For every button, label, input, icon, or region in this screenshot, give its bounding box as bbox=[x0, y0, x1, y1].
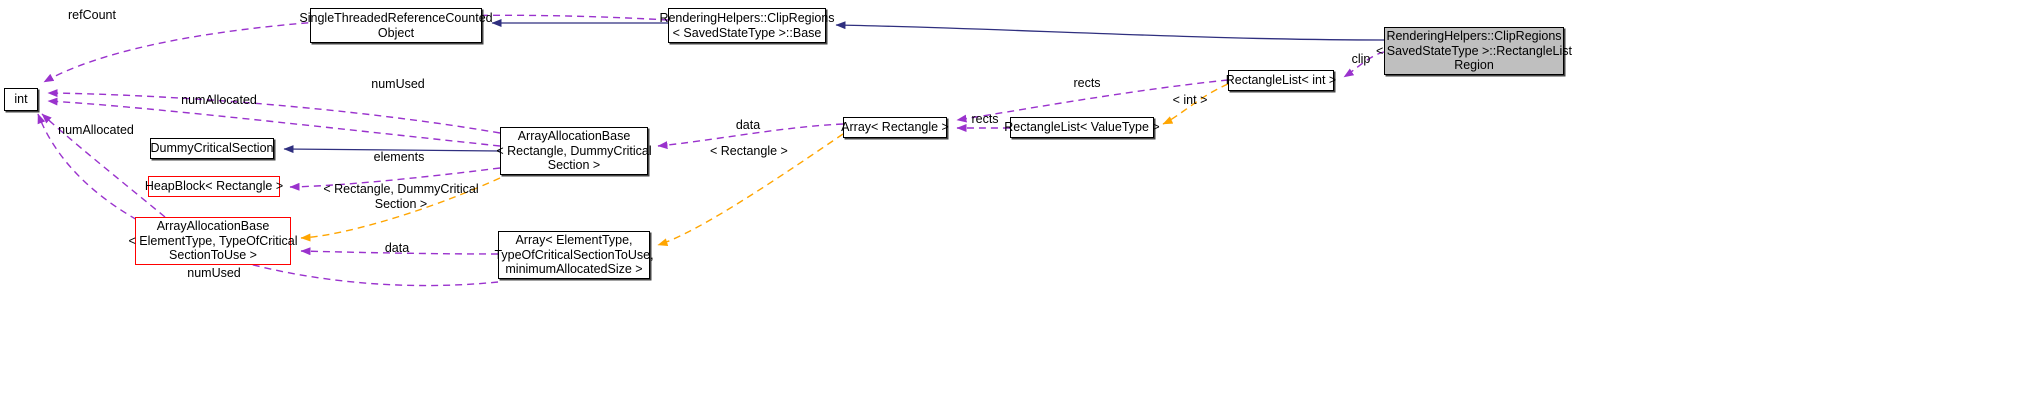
edge-label-int-template: < int > bbox=[1172, 93, 1208, 107]
node-label-line-2: < SavedStateType >::Base bbox=[672, 25, 822, 40]
node-label: RectangleList< int > bbox=[1225, 73, 1337, 88]
edge-label-rectangle-template: < Rectangle > bbox=[710, 144, 788, 158]
edge-label-rects-right: rects bbox=[1073, 76, 1101, 90]
node-clip-regions-rectangle-list-region[interactable]: RenderingHelpers::ClipRegions < SavedSta… bbox=[1376, 27, 1572, 75]
edge-label-rects-mid: rects bbox=[971, 112, 999, 126]
node-label-line-1: ArrayAllocationBase bbox=[517, 128, 631, 143]
edge-label-rectangle-dummy-critical-section: < Rectangle, DummyCritical Section > bbox=[323, 182, 479, 211]
node-label-line-2: < Rectangle, DummyCritical bbox=[496, 143, 652, 158]
edge-label-clip: clip bbox=[1351, 52, 1371, 66]
node-label-line-2: < ElementType, TypeOfCritical bbox=[128, 233, 298, 248]
node-label-line-2: < SavedStateType >::RectangleList bbox=[1376, 43, 1572, 58]
edge-label-ref-count: refCount bbox=[68, 8, 116, 22]
edge-label-num-allocated-top: numAllocated bbox=[181, 93, 257, 107]
node-array-allocation-base-element-type[interactable]: ArrayAllocationBase < ElementType, TypeO… bbox=[129, 217, 297, 265]
node-array-element-type[interactable]: Array< ElementType, TypeOfCriticalSectio… bbox=[494, 231, 654, 279]
node-label-line-3: Region bbox=[1454, 58, 1494, 73]
node-array-allocation-base-rectangle[interactable]: ArrayAllocationBase < Rectangle, DummyCr… bbox=[496, 127, 652, 175]
node-label: DummyCriticalSection bbox=[150, 141, 274, 156]
node-heap-block-rectangle[interactable]: HeapBlock< Rectangle > bbox=[144, 176, 284, 197]
node-label-line-3: minimumAllocatedSize > bbox=[505, 262, 643, 277]
edge-label-data-lower: data bbox=[384, 241, 410, 255]
node-label: Array< Rectangle > bbox=[841, 120, 949, 135]
edge-label-elements: elements bbox=[373, 150, 425, 164]
node-label-line-3: SectionToUse > bbox=[169, 248, 257, 263]
edge-label-num-used-top: numUsed bbox=[371, 77, 425, 91]
node-single-threaded-reference-counted-object[interactable]: SingleThreadedReferenceCounted Object bbox=[299, 8, 493, 43]
node-label-line-1: RenderingHelpers::ClipRegions bbox=[1386, 28, 1562, 43]
node-clip-regions-base[interactable]: RenderingHelpers::ClipRegions < SavedSta… bbox=[659, 8, 835, 43]
edge-label-num-used-bottom: numUsed bbox=[187, 266, 241, 280]
node-rectangle-list-value-type[interactable]: RectangleList< ValueType > bbox=[1004, 117, 1160, 138]
node-label-line-1: RenderingHelpers::ClipRegions bbox=[659, 10, 835, 25]
node-label-line-1: Array< ElementType, bbox=[515, 232, 633, 247]
node-label-line-1: ArrayAllocationBase bbox=[156, 218, 270, 233]
node-label-line-2: Object bbox=[377, 25, 415, 40]
node-array-rectangle[interactable]: Array< Rectangle > bbox=[841, 117, 949, 138]
edge-label-data-upper: data bbox=[735, 118, 761, 132]
node-label-line-1: SingleThreadedReferenceCounted bbox=[299, 10, 493, 25]
edge-label-num-allocated-left: numAllocated bbox=[58, 123, 134, 137]
node-label-line-2: TypeOfCriticalSectionToUse, bbox=[494, 247, 654, 262]
edge-rectangle-list-region-to-base bbox=[835, 21, 1385, 41]
node-label-line-3: Section > bbox=[547, 158, 601, 173]
node-label: int bbox=[14, 92, 28, 107]
node-dummy-critical-section[interactable]: DummyCriticalSection bbox=[150, 138, 274, 159]
node-label: HeapBlock< Rectangle > bbox=[144, 179, 284, 194]
node-int[interactable]: int bbox=[4, 88, 38, 111]
template-edges bbox=[300, 83, 1229, 247]
node-label: RectangleList< ValueType > bbox=[1004, 120, 1160, 135]
node-rectangle-list-int[interactable]: RectangleList< int > bbox=[1225, 70, 1337, 91]
